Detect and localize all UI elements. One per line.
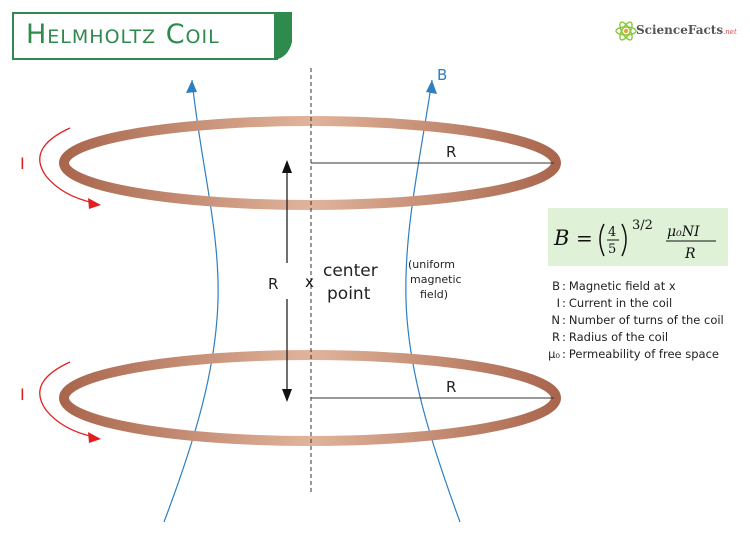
legend-separator: : (562, 296, 566, 310)
current-arrowhead-top (88, 198, 101, 209)
uniform-label-line2: magnetic (410, 273, 462, 286)
formula: B = 4 5 3/2 μ₀NI R (553, 218, 716, 262)
current-arrow-top (39, 127, 95, 204)
bottom-coil (59, 350, 561, 446)
radius-label-bottom: R (446, 378, 456, 396)
atom-logo-icon (615, 21, 637, 41)
formula-lhs: B (553, 226, 569, 250)
formula-exponent: 3/2 (632, 218, 653, 233)
logo-wordmark: ScienceFacts (636, 23, 724, 37)
logo-suffix: .net (723, 28, 737, 36)
legend-symbol: N (551, 313, 560, 327)
field-line-right (405, 79, 461, 523)
formula-frac-num: 4 (608, 225, 616, 240)
uniform-label-line1: (uniform (408, 258, 455, 271)
formula-paren-right (621, 223, 627, 257)
current-arrowhead-bottom (88, 432, 101, 443)
legend-separator: : (562, 347, 566, 361)
formula-rhs-num: μ₀NI (667, 224, 700, 240)
current-arrow-bottom (39, 361, 95, 438)
formula-box (548, 208, 728, 266)
legend-separator: : (562, 330, 566, 344)
legend-row: I:Current in the coil (544, 295, 724, 312)
legend-text: Radius of the coil (568, 330, 669, 344)
center-marker: x (305, 273, 314, 291)
field-label: B (437, 66, 447, 84)
legend-symbol: I (556, 296, 560, 310)
legend-text: Number of turns of the coil (568, 313, 724, 327)
legend-symbol: R (552, 330, 560, 344)
legend-row: μ₀:Permeability of free space (544, 346, 724, 363)
uniform-label-line3: field) (420, 288, 448, 301)
legend-row: N:Number of turns of the coil (544, 312, 724, 329)
center-label-line2: point (327, 284, 371, 304)
center-label-line1: center (323, 261, 378, 281)
title-box (12, 12, 278, 60)
legend: B:Magnetic field at x I:Current in the c… (544, 278, 724, 363)
separation-label: R (268, 275, 278, 293)
legend-row: B:Magnetic field at x (544, 278, 724, 295)
formula-frac-den: 5 (608, 242, 616, 257)
legend-text: Permeability of free space (568, 347, 719, 361)
separation-arrowhead-bottom (282, 389, 292, 402)
current-label-bottom: I (20, 385, 25, 404)
current-label-top: I (20, 154, 25, 173)
legend-symbol: B (552, 279, 560, 293)
formula-paren-left (599, 223, 605, 257)
legend-text: Current in the coil (568, 296, 673, 310)
field-line-left (163, 79, 219, 523)
legend-separator: : (562, 313, 566, 327)
formula-rhs-den: R (684, 246, 696, 262)
legend-text: Magnetic field at x (568, 279, 676, 293)
radius-label-top: R (446, 143, 456, 161)
field-line-right-arrowhead (426, 80, 437, 94)
top-coil (59, 116, 561, 210)
title-corner-accent (274, 12, 292, 60)
page-title: Helmholtz Coil (26, 19, 220, 50)
field-line-left-arrowhead (186, 80, 197, 93)
logo-text: ScienceFacts.net (636, 23, 737, 37)
legend-row: R:Radius of the coil (544, 329, 724, 346)
legend-symbol: μ₀ (548, 347, 560, 361)
formula-equals: = (576, 226, 593, 250)
separation-arrowhead-top (282, 160, 292, 173)
legend-separator: : (562, 279, 566, 293)
